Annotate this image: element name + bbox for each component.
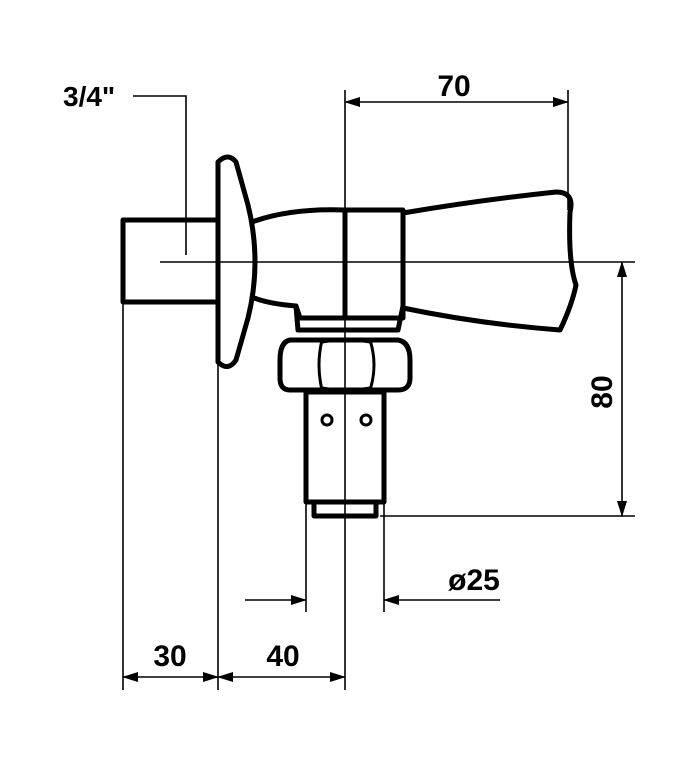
dimension-lines: [122, 97, 627, 682]
hex-nut: [277, 337, 413, 393]
valve-body: [120, 154, 579, 519]
label-70: 70: [437, 70, 470, 103]
label-30: 30: [153, 640, 186, 673]
pin-hole-left: [320, 413, 334, 427]
valve-neck: [249, 207, 348, 321]
label-thread: 3/4": [63, 81, 115, 112]
wall-flange: [215, 154, 258, 369]
lever-handle: [400, 189, 579, 333]
thread-stub: [120, 217, 221, 305]
extension-lines: [122, 90, 635, 690]
pin-hole-right: [359, 413, 373, 427]
valve-housing: [342, 207, 406, 321]
label-80: 80: [586, 375, 619, 408]
label-diameter: ø25: [448, 564, 500, 597]
outlet-shoulder: [293, 303, 406, 333]
label-40: 40: [266, 640, 299, 673]
